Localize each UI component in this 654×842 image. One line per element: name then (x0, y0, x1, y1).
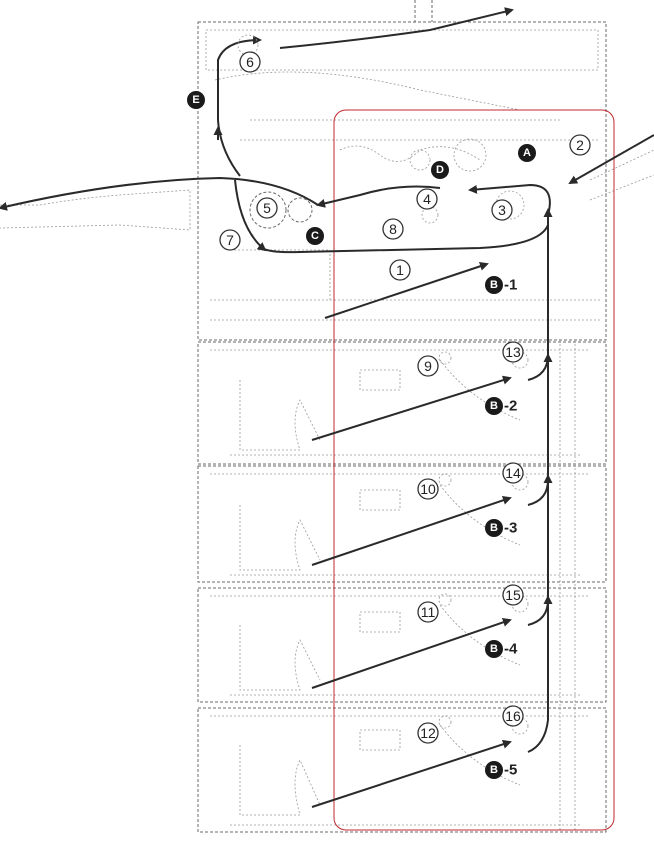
feed-arrow-b3 (311, 495, 512, 566)
feed-arrow-b1 (324, 261, 489, 319)
feed-arrow-b5 (311, 739, 512, 808)
callout-12: 12 (417, 722, 439, 744)
callout-15: 15 (502, 584, 524, 606)
svg-text:-3: -3 (504, 520, 517, 537)
svg-text:B: B (490, 279, 498, 291)
svg-text:12: 12 (420, 725, 436, 741)
paper-paths (0, 7, 654, 808)
svg-text:B: B (490, 522, 498, 534)
svg-text:B: B (490, 643, 498, 655)
feed-arrow-b4 (311, 618, 512, 689)
callout-8: 8 (382, 218, 404, 240)
svg-text:2: 2 (576, 137, 584, 153)
svg-text:D: D (436, 164, 444, 176)
svg-text:4: 4 (423, 191, 431, 207)
transfer-path (316, 185, 441, 208)
vertical-feed-path (527, 210, 548, 753)
svg-text:-2: -2 (504, 398, 517, 415)
highlight-box (333, 109, 615, 831)
top-exit-path-e (217, 35, 262, 177)
callout-6: 6 (239, 51, 261, 73)
callout-a: A (518, 144, 536, 162)
svg-text:8: 8 (389, 221, 397, 237)
callout-10: 10 (417, 478, 439, 500)
cassette-4-outline (197, 707, 607, 833)
svg-text:5: 5 (263, 200, 271, 216)
callout-16: 16 (502, 705, 524, 727)
callout-11: 11 (417, 601, 439, 623)
cassette-1-outline (197, 341, 607, 465)
callout-b5: B -5 (485, 761, 517, 779)
callout-b2: B -2 (485, 397, 517, 415)
svg-text:-1: -1 (504, 277, 517, 294)
svg-text:-4: -4 (504, 641, 518, 658)
svg-text:6: 6 (246, 54, 254, 70)
callout-3: 3 (491, 199, 513, 221)
bypass-path (568, 134, 654, 184)
feed-arrow-b2 (311, 375, 512, 441)
callout-9: 9 (417, 355, 439, 377)
svg-text:10: 10 (420, 481, 436, 497)
callout-e: E (187, 91, 205, 109)
letter-callouts: A C D E B -1 B -2 B -3 B -4 B -5 (187, 91, 536, 779)
registration-path (468, 183, 551, 216)
callout-b1: B -1 (485, 276, 517, 294)
svg-text:A: A (523, 147, 531, 159)
cassette-3-outline (197, 587, 607, 703)
svg-text:3: 3 (498, 202, 506, 218)
svg-text:14: 14 (505, 465, 521, 481)
callout-2: 2 (569, 134, 591, 156)
svg-text:9: 9 (424, 358, 432, 374)
callout-b3: B -3 (485, 519, 517, 537)
svg-text:-5: -5 (504, 762, 517, 779)
callout-5: 5 (256, 197, 278, 219)
svg-text:B: B (490, 400, 498, 412)
duplex-path (261, 224, 549, 254)
svg-text:16: 16 (505, 708, 521, 724)
svg-text:1: 1 (396, 262, 404, 278)
svg-text:7: 7 (226, 232, 234, 248)
callout-4: 4 (416, 188, 438, 210)
callout-1: 1 (389, 259, 411, 281)
cassette-2-outline (197, 465, 607, 583)
svg-text:E: E (192, 94, 199, 106)
left-exit-path (0, 176, 319, 211)
callout-13: 13 (502, 341, 524, 363)
callout-b4: B -4 (485, 640, 518, 658)
callout-c: C (306, 227, 324, 245)
numbered-callouts: 1 2 3 4 5 6 7 8 9 10 11 12 13 14 15 16 (219, 51, 591, 744)
svg-text:B: B (490, 764, 498, 776)
main-body-outline (197, 21, 607, 341)
top-exit-path (279, 7, 514, 49)
callout-7: 7 (219, 229, 241, 251)
svg-text:C: C (311, 230, 319, 242)
svg-text:13: 13 (505, 344, 521, 360)
svg-text:11: 11 (421, 604, 436, 620)
callout-d: D (431, 161, 449, 179)
svg-text:15: 15 (505, 587, 521, 603)
callout-14: 14 (502, 462, 524, 484)
